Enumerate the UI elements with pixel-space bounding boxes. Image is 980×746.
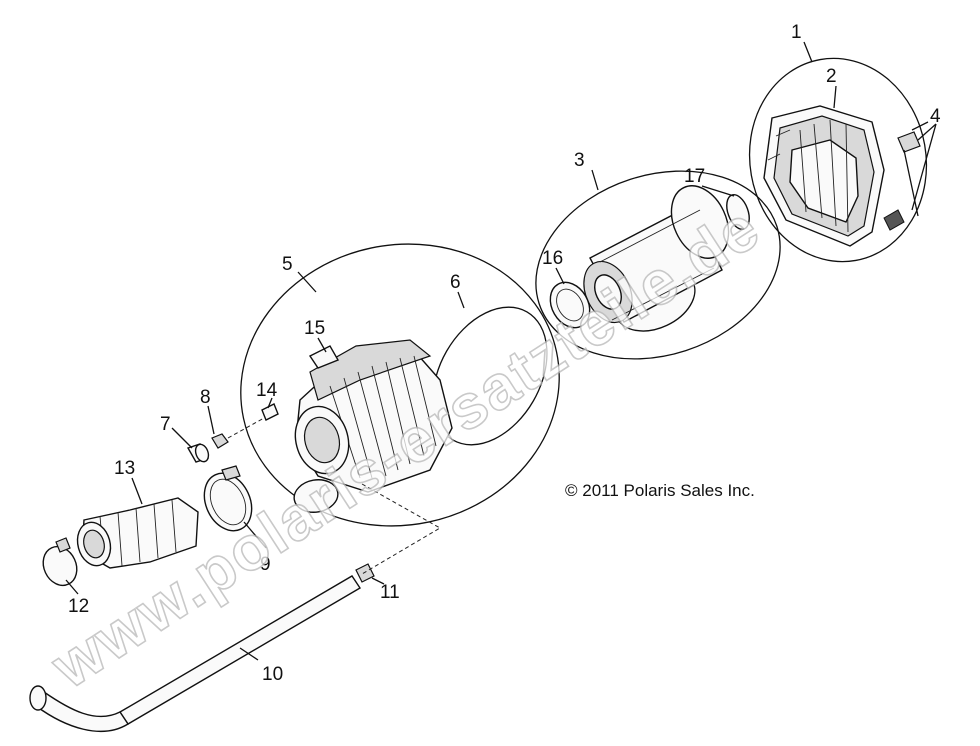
gasket-part (432, 306, 548, 446)
nut-part (211, 433, 229, 449)
callout-6: 6 (450, 272, 461, 293)
small-clamp-part (42, 537, 78, 587)
callout-7: 7 (160, 414, 171, 435)
callout-2: 2 (826, 66, 837, 87)
callout-4: 4 (930, 106, 941, 127)
callout-13: 13 (114, 458, 135, 479)
clip-part (883, 121, 929, 231)
nipple-part (261, 403, 279, 421)
callout-1: 1 (791, 22, 802, 43)
callout-16: 16 (542, 248, 563, 269)
group-outline-filter (535, 170, 781, 360)
callout-17: 17 (684, 166, 705, 187)
intake-boot-part (76, 497, 199, 569)
drain-tube-part (29, 575, 361, 732)
ring-part (549, 281, 591, 329)
tube-clamp-part (355, 563, 375, 583)
plug-part (186, 443, 210, 463)
airbox-housing (293, 339, 453, 513)
copyright-text: © 2011 Polaris Sales Inc. (565, 481, 755, 500)
assembly-line-drain (361, 483, 442, 575)
callout-15: 15 (304, 318, 325, 339)
airbox-cover (763, 105, 885, 247)
callout-9: 9 (260, 554, 271, 575)
group-outline-cover (748, 57, 928, 263)
callout-8: 8 (200, 387, 211, 408)
clamp-part (203, 465, 253, 532)
callout-11: 11 (380, 582, 400, 603)
callout-10: 10 (262, 664, 283, 685)
air-filter-element (583, 185, 730, 332)
callout-14: 14 (256, 380, 278, 401)
callout-3: 3 (574, 150, 585, 171)
callout-5: 5 (282, 254, 293, 275)
callout-12: 12 (68, 596, 89, 617)
leader-lines (65, 41, 937, 661)
watermark-text: www.polaris-ersatzteile.de (39, 193, 772, 703)
